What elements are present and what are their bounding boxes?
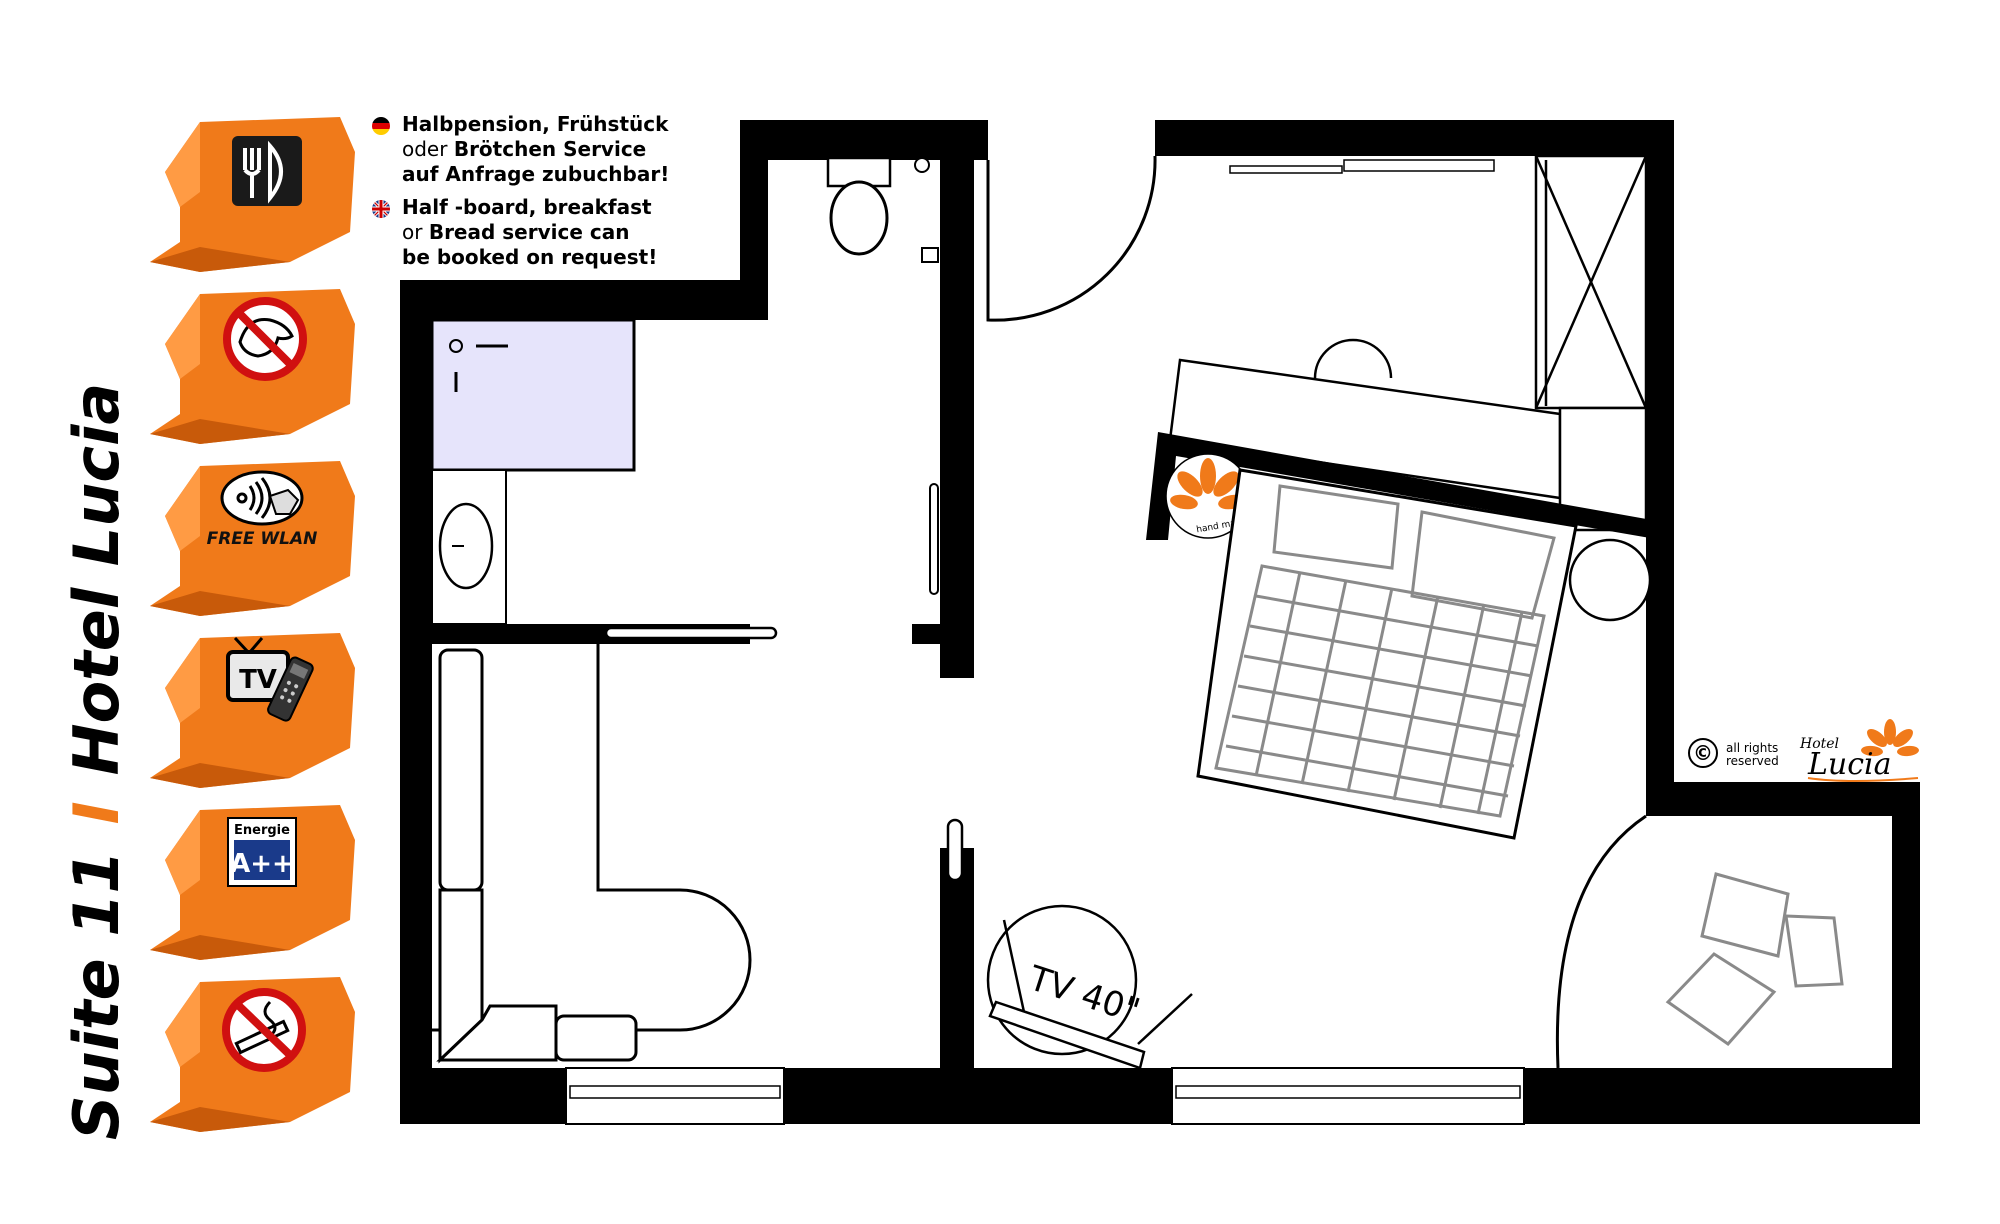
energy-label-icon: Energie A++ xyxy=(150,805,355,960)
logo-lucia-text: Lucia xyxy=(1807,747,1892,782)
note-german: Halbpension, Frühstück oder Brötchen Ser… xyxy=(372,112,692,187)
no-smoking-icon xyxy=(150,977,355,1132)
note-de-line3: auf Anfrage zubuchbar! xyxy=(402,162,670,186)
note-de-line2: Brötchen Service xyxy=(453,137,647,161)
note-en-line2: Bread service can xyxy=(428,220,630,244)
energy-label-text: Energie xyxy=(234,823,290,838)
tv: TV 40" xyxy=(986,904,1193,1070)
note-english: Half -board, breakfast or Bread service … xyxy=(372,195,692,270)
free-wlan-icon: FREE WLAN xyxy=(150,461,355,616)
doors xyxy=(986,155,1647,1069)
shower xyxy=(430,318,636,472)
windows xyxy=(565,1067,1525,1125)
sofa xyxy=(432,644,752,1064)
restaurant-icon xyxy=(150,117,355,272)
note-de-line1: Halbpension, Frühstück xyxy=(402,112,669,136)
note-de-line2-pre: oder xyxy=(402,137,454,161)
copyright-symbol: © xyxy=(1688,738,1718,768)
balcony-cushions xyxy=(1665,872,1844,1046)
no-dogs-icon xyxy=(150,289,355,444)
energy-rating: A++ xyxy=(230,849,294,879)
toilet xyxy=(826,156,939,263)
copyright-text: all rights reserved xyxy=(1726,741,1779,768)
note-en-line1: Half -board, breakfast xyxy=(402,195,652,219)
tv-icon: TV xyxy=(150,633,355,788)
note-en-line2-pre: or xyxy=(402,220,429,244)
logo-stamp: hand made xyxy=(1165,453,1251,539)
free-wlan-label: FREE WLAN xyxy=(207,529,318,549)
bed xyxy=(1196,468,1578,840)
hotel-lucia-logo: Hotel Lucia xyxy=(1799,719,1919,782)
headboard xyxy=(1146,432,1652,540)
wardrobe xyxy=(1534,154,1648,410)
tv-label: TV xyxy=(239,665,277,695)
booking-notes: Halbpension, Frühstück oder Brötchen Ser… xyxy=(372,112,692,278)
germany-flag-icon xyxy=(372,117,390,135)
logo-hotel-text: Hotel xyxy=(1799,736,1839,752)
sink xyxy=(431,469,507,625)
walls xyxy=(400,120,1920,1124)
note-en-line3: be booked on request! xyxy=(402,245,658,269)
